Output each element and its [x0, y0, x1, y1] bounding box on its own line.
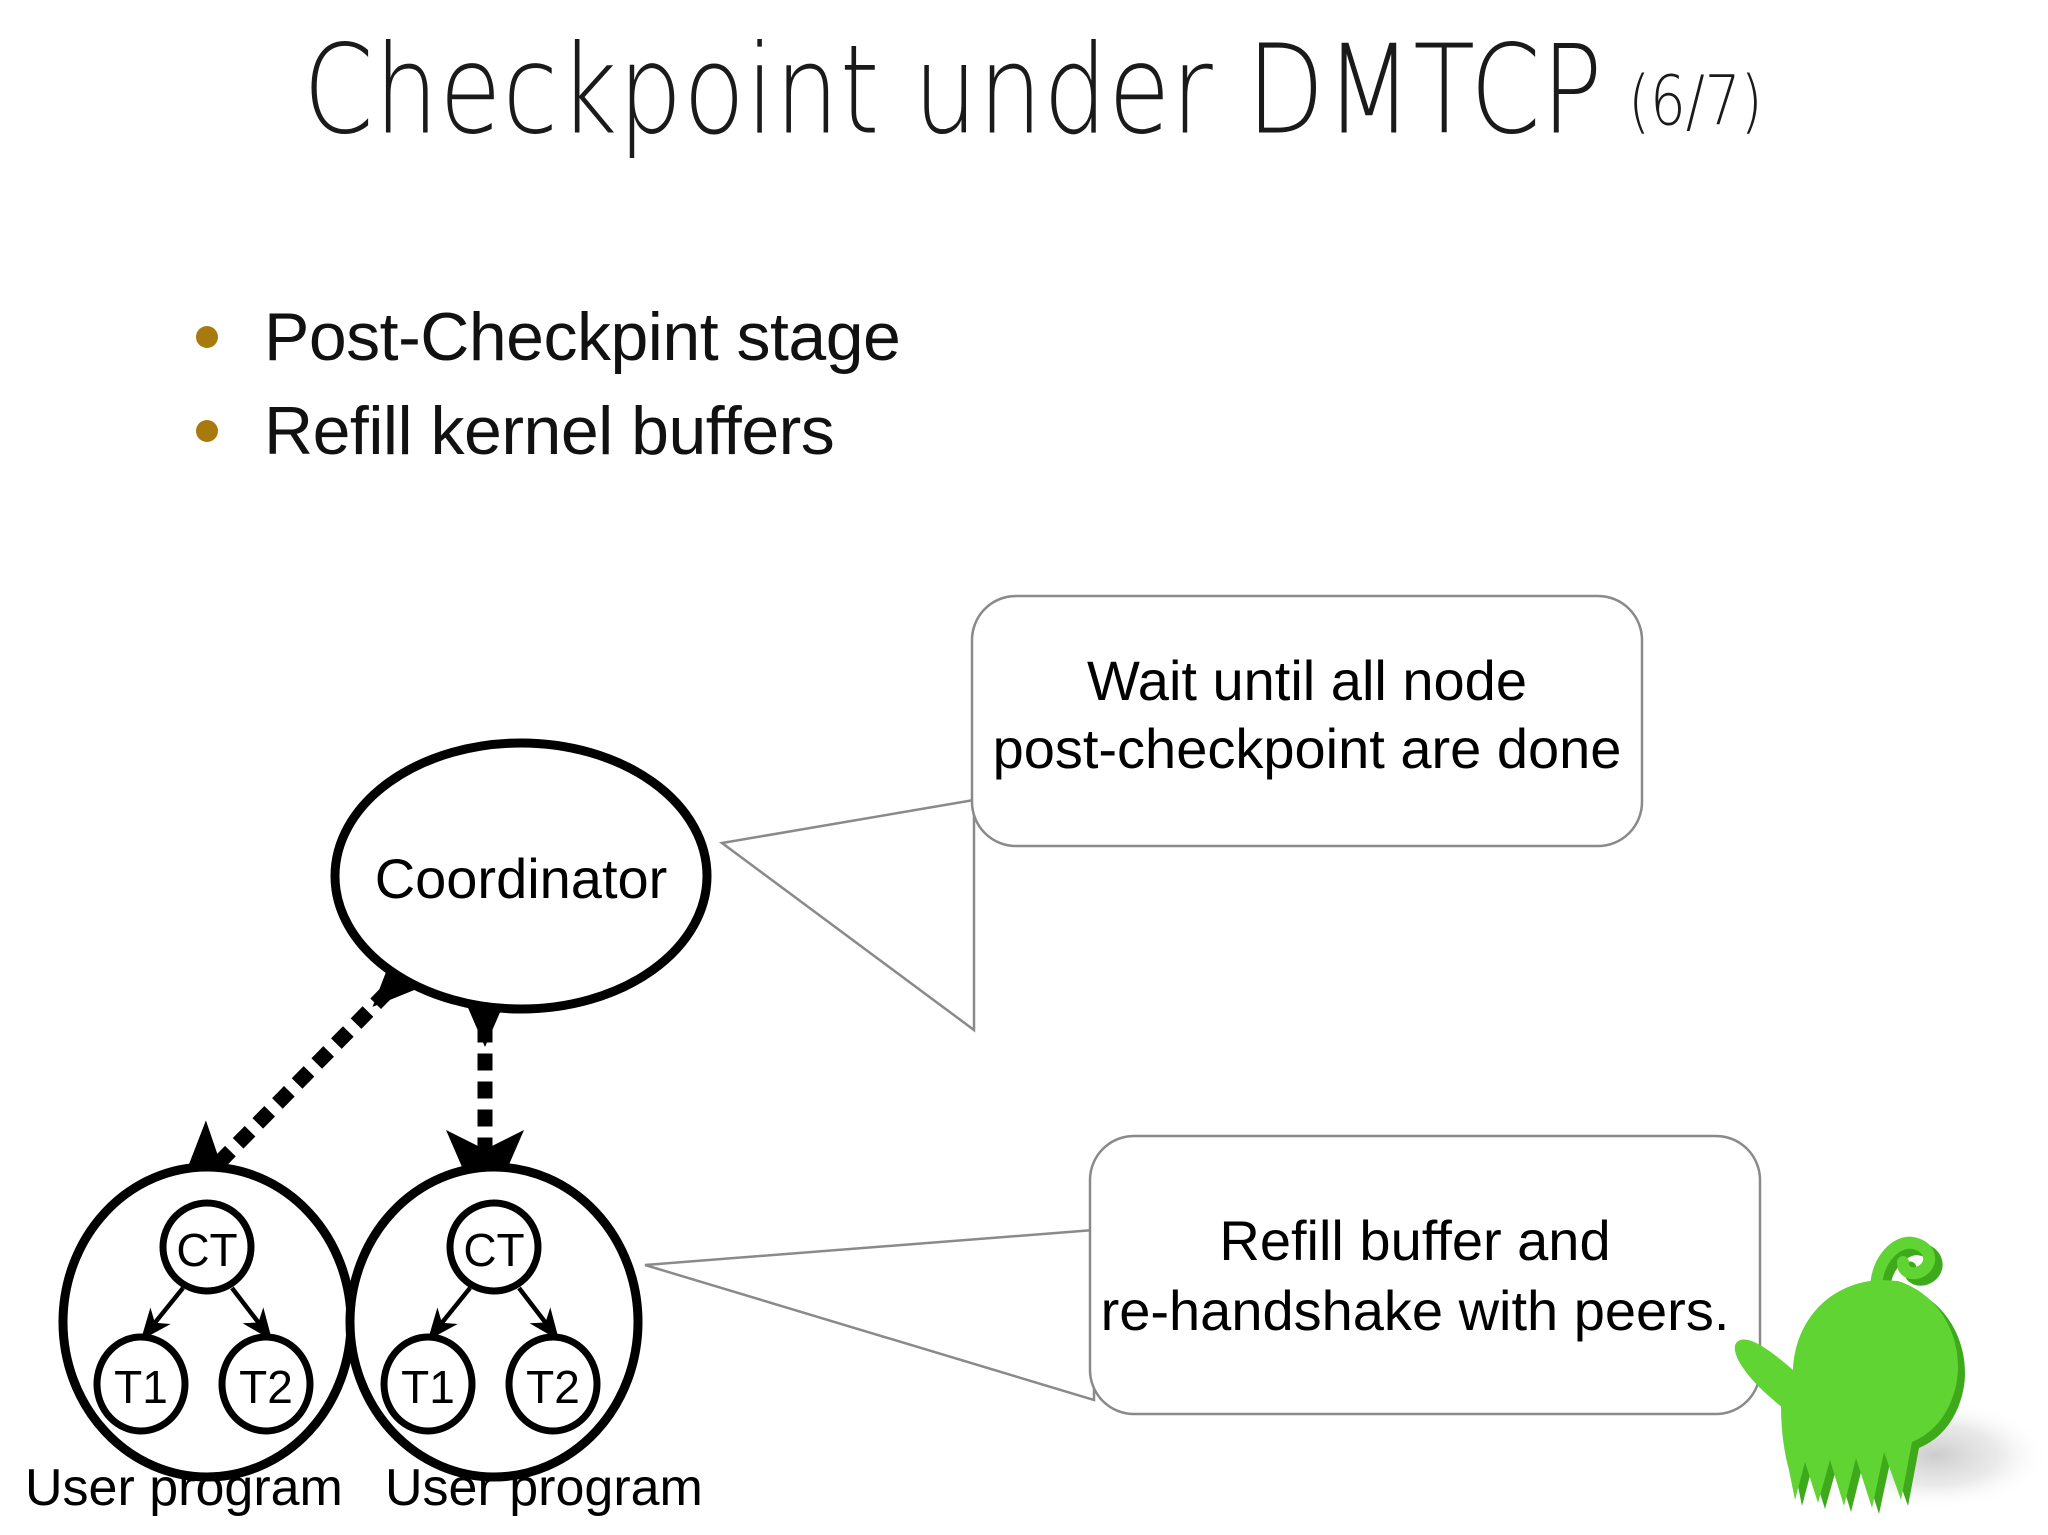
program-callout-line1: Refill buffer and	[1219, 1209, 1610, 1272]
user-program-1-caption: User program	[25, 1459, 343, 1517]
ct-label-program2: CT	[463, 1224, 524, 1276]
coordinator-callout-line2: post-checkpoint are done	[993, 717, 1622, 780]
bullet-item-1: Refill kernel buffers	[196, 384, 900, 478]
page-title: Checkpoint under DMTCP (6/7)	[0, 18, 2048, 162]
ct-node-program1	[159, 1199, 255, 1295]
bullet-dot-icon	[196, 326, 218, 348]
program-callout-line2: re-handshake with peers.	[1101, 1279, 1730, 1342]
connector-coordinator-program1	[170, 915, 464, 1212]
t1-node-program1	[93, 1333, 189, 1435]
ct-label-program1: CT	[176, 1224, 237, 1276]
bullet-label-0: Post-Checkpint stage	[264, 299, 901, 375]
bullet-item-0: Post-Checkpint stage	[196, 290, 901, 384]
mascot-antenna	[1870, 1236, 1936, 1296]
t2-node-program2	[505, 1333, 601, 1435]
green-blob-mascot	[1734, 1236, 2048, 1514]
coordinator-callout: Wait until all node post-checkpoint are …	[718, 594, 1644, 1033]
edge-ct-to-t1-program2	[427, 1286, 472, 1341]
coordinator-label: Coordinator	[375, 847, 668, 910]
user-program-1[interactable]: CT T1 T2 User program	[25, 1162, 356, 1517]
edge-ct-to-t2-program2	[517, 1286, 560, 1341]
t1-node-program2	[380, 1333, 476, 1435]
coordinator-ellipse	[330, 738, 712, 1014]
mascot-torso	[1734, 1280, 1959, 1508]
t2-label-program2: T2	[526, 1361, 580, 1413]
ct-node-program2	[446, 1199, 542, 1295]
program-callout-bubble	[1088, 1134, 1762, 1416]
user-program-2[interactable]: CT T1 T2 User program	[345, 1162, 703, 1517]
bullet-label-1: Refill kernel buffers	[264, 393, 835, 469]
program-callout-tail	[644, 1228, 1096, 1402]
coordinator-callout-tail	[718, 798, 976, 1033]
t1-label-program1: T1	[114, 1361, 168, 1413]
bullet-list: Post-Checkpint stage Refill kernel buffe…	[196, 290, 901, 478]
edge-ct-to-t2-program1	[230, 1286, 273, 1341]
coordinator-node[interactable]: Coordinator	[330, 738, 712, 1014]
program-callout: Refill buffer and re-handshake with peer…	[644, 1134, 1762, 1416]
coordinator-callout-bubble	[970, 594, 1644, 848]
t1-label-program2: T1	[401, 1361, 455, 1413]
t2-label-program1: T2	[239, 1361, 293, 1413]
coordinator-callout-line1: Wait until all node	[1087, 649, 1527, 712]
t2-node-program1	[218, 1333, 314, 1435]
edge-ct-to-t1-program1	[140, 1286, 185, 1341]
user-program-2-caption: User program	[385, 1459, 703, 1517]
mascot-body	[1734, 1236, 1959, 1508]
page-title-subscript: (6/7)	[1627, 61, 1763, 142]
page-title-main: Checkpoint under DMTCP	[303, 18, 1604, 162]
bullet-dot-icon	[196, 420, 218, 442]
